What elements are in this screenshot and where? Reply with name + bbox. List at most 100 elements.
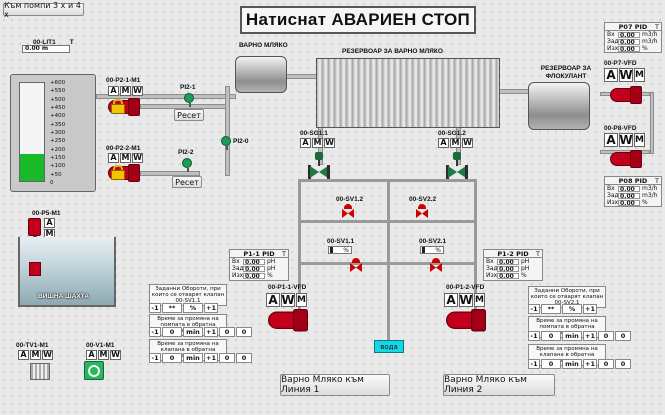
right-time1-unit: min bbox=[562, 331, 582, 341]
p8-a-button[interactable]: A bbox=[604, 133, 618, 147]
tv1-a-button[interactable]: A bbox=[18, 350, 29, 360]
right-speed-inc-button[interactable]: +1 bbox=[583, 304, 597, 314]
pipe-vertical-mid bbox=[225, 86, 230, 176]
left-time1-value: 0 bbox=[162, 327, 182, 337]
left-speed-value: ** bbox=[162, 303, 182, 313]
right-time1-dec-button[interactable]: -1 bbox=[528, 331, 540, 341]
p7-a-button[interactable]: A bbox=[604, 68, 618, 82]
pump-p1-1[interactable] bbox=[268, 309, 311, 332]
pump-p7[interactable] bbox=[610, 86, 644, 104]
tv1-m-button[interactable]: M bbox=[30, 350, 41, 360]
right-time1-value: 0 bbox=[541, 331, 561, 341]
pipe-drop-left bbox=[298, 179, 301, 314]
right-speed-unit: % bbox=[562, 304, 582, 314]
p1-1-m-button[interactable]: M bbox=[296, 293, 307, 307]
sv2-1-valve-icon[interactable] bbox=[428, 258, 444, 272]
p2-1-manual-button[interactable]: M bbox=[120, 86, 131, 96]
p8-w-button[interactable]: W bbox=[619, 133, 633, 147]
sg1-2-m-button[interactable]: M bbox=[450, 138, 461, 148]
sv1-1-valve-icon[interactable] bbox=[348, 258, 364, 272]
pump-p2-1[interactable] bbox=[108, 98, 142, 116]
right-time2-unit: min bbox=[562, 359, 582, 369]
lit1-value-display: 0.00 m bbox=[22, 45, 70, 53]
line1-button[interactable]: Варно Мляко към Линия 1 bbox=[280, 374, 390, 396]
milk-reservoir bbox=[316, 58, 500, 128]
sg1-1-a-button[interactable]: A bbox=[300, 138, 311, 148]
p2-1-auto-button[interactable]: A bbox=[108, 86, 119, 96]
v1-m-button[interactable]: M bbox=[98, 350, 109, 360]
p1-2-w-button[interactable]: W bbox=[459, 293, 473, 307]
p8-m-button[interactable]: M bbox=[634, 133, 645, 147]
sg1-1-m-button[interactable]: M bbox=[312, 138, 323, 148]
level-scale-tick: +150 bbox=[50, 155, 66, 161]
page-title: Натиснат АВАРИЕН СТОП bbox=[240, 6, 476, 34]
pi2-1-tag: PI2-1 bbox=[180, 84, 196, 91]
p8-tag: 00-P8-VFD bbox=[604, 125, 637, 132]
p7-w-button[interactable]: W bbox=[619, 68, 633, 82]
sg1-2-valve-icon[interactable] bbox=[446, 152, 468, 182]
p1-2-m-button[interactable]: M bbox=[474, 293, 485, 307]
p5-a-button[interactable]: A bbox=[44, 218, 55, 228]
pi2-1-reset-button[interactable]: Ресет bbox=[174, 109, 204, 121]
left-speed-dec-button[interactable]: -1 bbox=[149, 303, 161, 313]
tv1-tag: 00-TV1-M1 bbox=[16, 342, 49, 349]
sg1-1-w-button[interactable]: W bbox=[324, 138, 335, 148]
right-time2-aux-2: 0 bbox=[615, 359, 631, 369]
sg1-2-tag: 00-SG1.2 bbox=[438, 130, 466, 137]
pipe-drop-right bbox=[474, 179, 477, 314]
v1-w-button[interactable]: W bbox=[110, 350, 121, 360]
right-speed-dec-button[interactable]: -1 bbox=[528, 304, 540, 314]
right-time2-inc-button[interactable]: +1 bbox=[583, 359, 597, 369]
sv2-1-tag: 00-SV2.1 bbox=[419, 238, 447, 245]
right-time1-inc-button[interactable]: +1 bbox=[583, 331, 597, 341]
water-indicator: вода bbox=[374, 340, 404, 353]
sv2-2-valve-icon[interactable] bbox=[414, 204, 430, 218]
v1-a-button[interactable]: A bbox=[86, 350, 97, 360]
pump-p2-2[interactable] bbox=[108, 164, 142, 182]
left-time2-inc-button[interactable]: +1 bbox=[204, 353, 218, 363]
v1-tag: 00-V1-M1 bbox=[86, 342, 115, 349]
p2-2-w-button[interactable]: W bbox=[132, 153, 143, 163]
level-fill bbox=[20, 153, 44, 181]
pipe-milk-to-reservoir bbox=[286, 74, 318, 79]
level-gauge-tube bbox=[19, 82, 45, 182]
sg1-2-a-button[interactable]: A bbox=[438, 138, 449, 148]
line2-button[interactable]: Варно Мляко към Линия 2 bbox=[443, 374, 555, 396]
p2-1-tag: 00-P2-1-M1 bbox=[106, 77, 141, 84]
p2-2-auto-button[interactable]: A bbox=[108, 153, 119, 163]
sg1-2-w-button[interactable]: W bbox=[462, 138, 473, 148]
p2-1-w-button[interactable]: W bbox=[132, 86, 143, 96]
sv1-2-valve-icon[interactable] bbox=[340, 204, 356, 218]
sg1-1-valve-icon[interactable] bbox=[308, 152, 330, 182]
p1-1-a-button[interactable]: A bbox=[266, 293, 280, 307]
p1-2-tag: 00-P1-2-VFD bbox=[446, 284, 485, 291]
left-speed-inc-button[interactable]: +1 bbox=[204, 303, 218, 313]
left-time2-aux-2: 0 bbox=[236, 353, 252, 363]
p7-m-button[interactable]: M bbox=[634, 68, 645, 82]
left-time1-dec-button[interactable]: -1 bbox=[149, 327, 161, 337]
left-time1-inc-button[interactable]: +1 bbox=[204, 327, 218, 337]
left-time2-dec-button[interactable]: -1 bbox=[149, 353, 161, 363]
p2-2-manual-button[interactable]: M bbox=[120, 153, 131, 163]
pressure-gauge-icon bbox=[221, 136, 231, 150]
pressure-gauge-icon bbox=[182, 158, 192, 172]
p1-2-a-button[interactable]: A bbox=[444, 293, 458, 307]
back-to-pumps-button[interactable]: Към помпи 3 х и 4 х bbox=[3, 1, 84, 19]
pump-p1-2[interactable] bbox=[446, 309, 489, 332]
pump-p8[interactable] bbox=[610, 150, 644, 168]
pi2-2-reset-button[interactable]: Ресет bbox=[172, 176, 202, 188]
tv1-w-button[interactable]: W bbox=[42, 350, 53, 360]
pipe-cross-2 bbox=[300, 262, 475, 265]
right-time1-aux-1: 0 bbox=[598, 331, 614, 341]
pit-motor[interactable] bbox=[28, 218, 41, 236]
right-time2-dec-button[interactable]: -1 bbox=[528, 359, 540, 369]
p1-1-w-button[interactable]: W bbox=[281, 293, 295, 307]
right-time1-row: -1 0 min +1 0 0 bbox=[528, 331, 631, 341]
